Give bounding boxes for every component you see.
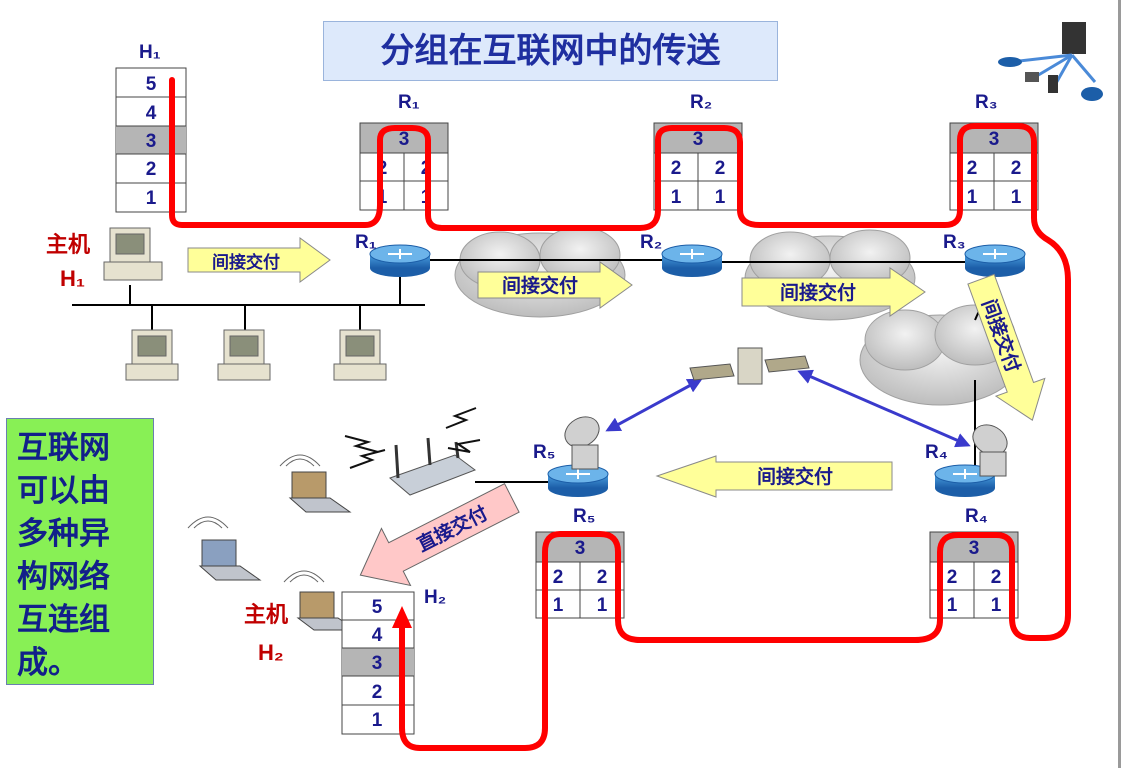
arrow-label: 间接交付 (502, 274, 578, 297)
desktop-computer-icon (217, 329, 271, 381)
note-line: 互联网 (17, 430, 110, 466)
router-label-r2: R₂ (690, 92, 712, 113)
router-icon (964, 244, 1026, 277)
router-icon (547, 464, 609, 497)
indirect-arrow: 间接交付 (655, 455, 893, 498)
host-h2-side: H₂ (258, 640, 284, 665)
stack-label: 1 (671, 187, 682, 208)
stack-label: 2 (671, 158, 682, 179)
stack-label: 2 (553, 567, 564, 588)
host-h2-label: H₂ (424, 587, 446, 608)
dish-antenna-icon (972, 424, 1008, 477)
host-h1-side: H₁ (60, 266, 85, 291)
router-label-r2: R₂ (640, 232, 662, 253)
stack-label: 2 (597, 567, 608, 588)
laptop-icon (279, 454, 352, 513)
arrow-label: 间接交付 (212, 252, 280, 272)
direct-arrow: 直接交付 (359, 483, 520, 587)
desktop-computer-icon (333, 329, 387, 381)
page-title: 分组在互联网中的传送 (323, 21, 778, 81)
layer-label: 5 (372, 597, 383, 618)
layer-label: 1 (146, 188, 157, 209)
packet-path (169, 77, 1071, 751)
stack-label: 3 (693, 129, 704, 150)
router-icon (369, 244, 431, 277)
stack-label: 3 (575, 538, 586, 559)
note-line: 多种异 (17, 516, 110, 552)
router-label-r1: R₁ (355, 232, 377, 253)
stack-label: 1 (1011, 187, 1022, 208)
stack-label: 2 (947, 567, 958, 588)
desktop-computer-icon (103, 227, 163, 281)
stack-label: 2 (991, 567, 1002, 588)
layer-label: 1 (372, 710, 383, 731)
indirect-arrow: 间接交付 (187, 237, 331, 283)
note-box: 互联网 可以由 多种异 构网络 互连组 成。 (6, 418, 154, 685)
stack-label: 2 (967, 158, 978, 179)
router-label-r5: R₅ (533, 442, 555, 463)
host-h1-cn: 主机 (46, 232, 90, 257)
host-h2-cn: 主机 (244, 602, 288, 627)
router-label-r3: R₃ (943, 232, 966, 253)
note-line: 互连组 (17, 602, 110, 638)
host-h1-stack: 5 4 3 2 1 (115, 67, 187, 213)
host-h1-label: H₁ (139, 42, 161, 63)
indirect-arrow: 间接交付 (741, 267, 926, 317)
layer-label: 2 (146, 159, 157, 180)
arrow-label: 间接交付 (780, 281, 856, 304)
indirect-arrow: 间接交付 (477, 261, 633, 309)
router-stack-r2: 3 2 1 2 1 (653, 122, 743, 211)
stack-label: 2 (1011, 158, 1022, 179)
layer-label: 3 (372, 653, 383, 674)
desktop-computer-icon (125, 329, 179, 381)
router-label-r4: R₄ (965, 506, 988, 527)
router-label-r4: R₄ (925, 442, 948, 463)
router-stack-r3: 3 2 1 2 1 (949, 122, 1039, 211)
packet-path-arrowhead (392, 606, 412, 628)
note-line: 构网络 (17, 559, 110, 595)
router-stack-r5: 3 2 1 2 1 (535, 531, 625, 619)
stack-label: 1 (947, 595, 958, 616)
layer-label: 3 (146, 131, 157, 152)
layer-label: 2 (372, 682, 383, 703)
router-stack-r1: 3 2 1 2 1 (359, 122, 449, 211)
stack-label: 2 (715, 158, 726, 179)
stack-label: 3 (969, 538, 980, 559)
router-label-r1: R₁ (398, 92, 420, 113)
stack-label: 1 (967, 187, 978, 208)
stack-label: 1 (715, 187, 726, 208)
stack-label: 1 (991, 595, 1002, 616)
network-links (72, 259, 996, 483)
laptop-icon (187, 516, 262, 581)
router-label-r3: R₃ (975, 92, 998, 113)
layer-label: 4 (146, 103, 157, 124)
stack-label: 1 (553, 595, 564, 616)
dish-antenna-icon (564, 416, 600, 470)
stack-label: 3 (399, 129, 410, 150)
stack-label: 1 (597, 595, 608, 616)
server-network-icon (998, 22, 1103, 101)
wireless-ap-icon (344, 407, 481, 496)
satellite-icon (689, 347, 810, 385)
note-line: 成。 (17, 645, 79, 681)
note-line: 可以由 (17, 473, 110, 509)
layer-label: 4 (372, 625, 383, 646)
router-icon (661, 244, 723, 277)
stack-label: 3 (989, 129, 1000, 150)
router-label-r5: R₅ (573, 506, 595, 527)
slide-edge (1118, 0, 1121, 768)
layer-label: 5 (146, 74, 157, 95)
arrow-label: 间接交付 (757, 465, 833, 488)
